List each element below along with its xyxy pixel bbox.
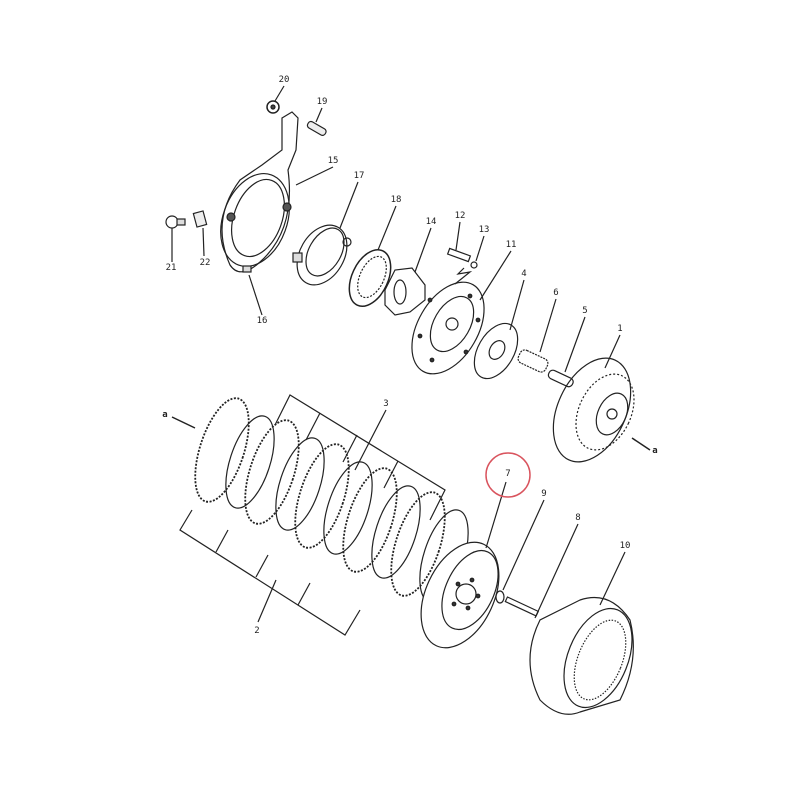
callout-13: 13 <box>478 225 490 235</box>
callout-17: 17 <box>353 171 365 181</box>
callout-12: 12 <box>454 211 466 221</box>
part-8-push-rod <box>504 523 579 619</box>
part-12-bolt <box>446 221 472 263</box>
callout-14: 14 <box>425 217 437 227</box>
part-11-pressure-plate <box>411 250 512 375</box>
callout-6: 6 <box>553 288 559 298</box>
callout-1: 1 <box>617 324 623 334</box>
callout-5: 5 <box>582 306 588 316</box>
marker-a-left <box>171 416 196 429</box>
parts-2-3-clutch-plates <box>194 397 469 603</box>
callout-19: 19 <box>316 97 328 107</box>
part-7-pressure-plate <box>420 481 507 649</box>
callout-10: 10 <box>619 541 631 551</box>
callout-3: 3 <box>383 399 389 409</box>
marker-a-right-label: a <box>652 446 658 456</box>
callout-4: 4 <box>521 269 527 279</box>
part-19-screw <box>306 107 327 136</box>
callout-16: 16 <box>256 316 268 326</box>
part-10-clutch-housing <box>529 551 634 715</box>
callout-15: 15 <box>327 156 339 166</box>
callout-20: 20 <box>278 75 290 85</box>
marker-a-right <box>631 437 651 451</box>
callout-18: 18 <box>390 195 402 205</box>
part-22-washer <box>192 210 208 257</box>
callout-22: 22 <box>199 258 211 268</box>
part-17-ring <box>292 181 359 286</box>
part-20-nut <box>266 85 285 114</box>
callout-8: 8 <box>575 513 581 523</box>
part-9-o-ring <box>495 499 545 604</box>
bracket-part-3 <box>274 394 446 521</box>
part-15-release-lever <box>220 111 334 273</box>
bracket-part-2 <box>179 509 361 636</box>
part-21-bolt <box>165 215 186 262</box>
part-18-bearing <box>348 205 397 307</box>
callout-21: 21 <box>165 263 177 273</box>
part-14-release-piece <box>384 227 432 316</box>
part-13-washer <box>470 235 485 269</box>
part-5-rod <box>547 316 586 388</box>
part-16-pin <box>242 265 263 316</box>
callout-2: 2 <box>254 626 260 636</box>
marker-a-left-label: a <box>162 410 168 420</box>
callout-7: 7 <box>505 469 511 479</box>
callout-11: 11 <box>505 240 517 250</box>
part-4-plate <box>473 279 525 380</box>
highlight-circle-part-7 <box>485 452 531 498</box>
part-1-clutch-boss <box>552 334 635 463</box>
callout-9: 9 <box>541 489 547 499</box>
part-6-spring <box>517 298 557 373</box>
